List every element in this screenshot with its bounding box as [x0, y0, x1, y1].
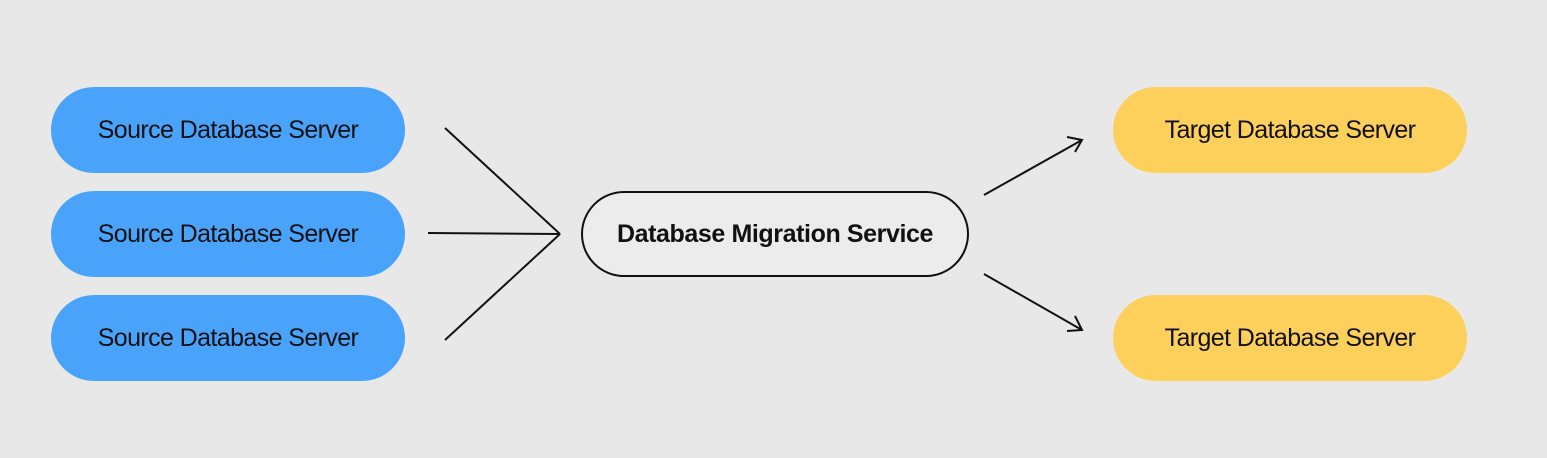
connector-source-3 [444, 233, 561, 341]
source-database-server-3: Source Database Server [51, 295, 405, 381]
source-database-server-2: Source Database Server [51, 191, 405, 277]
target-database-server-1: Target Database Server [1113, 87, 1467, 173]
source-database-server-1: Source Database Server [51, 87, 405, 173]
connector-target-1 [983, 139, 1083, 196]
connector-source-1 [444, 127, 561, 235]
connector-source-2 [427, 232, 561, 235]
connector-target-2 [983, 273, 1083, 331]
database-migration-service: Database Migration Service [581, 191, 969, 277]
target-database-server-2: Target Database Server [1113, 295, 1467, 381]
arrowhead-target-1 [1066, 136, 1084, 153]
arrowhead-target-2 [1066, 315, 1084, 332]
